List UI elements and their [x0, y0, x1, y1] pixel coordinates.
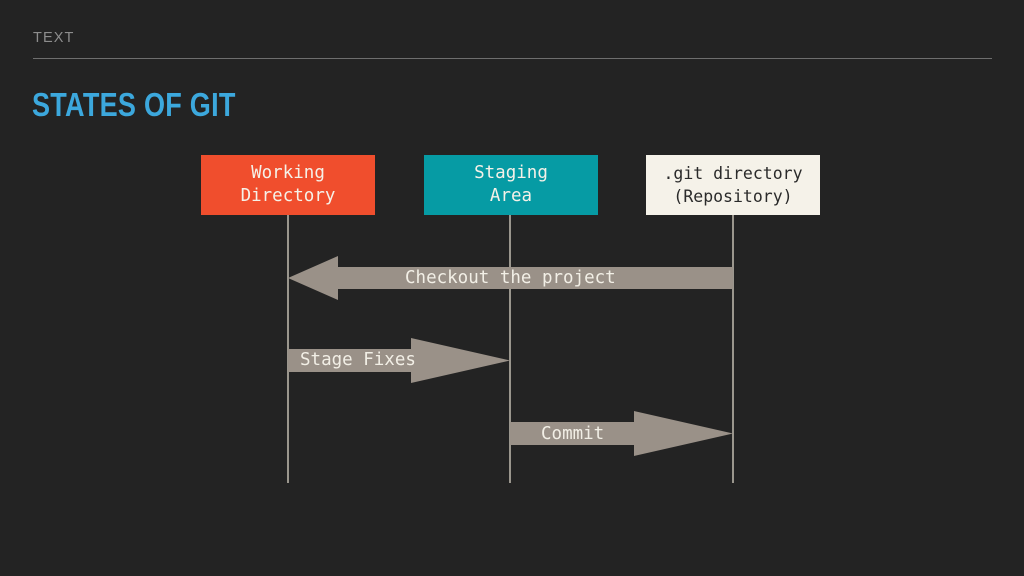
page-title: STATES OF GIT — [32, 86, 236, 123]
node-git-directory-line2: (Repository) — [673, 187, 793, 206]
slide-kicker: TEXT — [33, 30, 75, 46]
node-working-directory: Working Directory — [201, 155, 375, 215]
arrow-label-stage-fixes: Stage Fixes — [300, 350, 416, 370]
arrow-label-commit: Commit — [541, 424, 605, 444]
node-git-directory-line1: .git directory — [663, 164, 803, 183]
lifeline-staging-area — [509, 215, 511, 483]
header-divider — [33, 58, 992, 59]
node-staging-area-line1: Staging — [474, 163, 548, 183]
arrow-label-checkout: Checkout the project — [405, 268, 616, 288]
node-staging-area: Staging Area — [424, 155, 598, 215]
node-working-directory-line2: Directory — [240, 186, 336, 206]
lifeline-git-directory — [732, 215, 734, 483]
lifeline-working-directory — [287, 215, 289, 483]
node-working-directory-line1: Working — [251, 163, 325, 183]
node-git-directory: .git directory (Repository) — [646, 155, 820, 215]
node-staging-area-line2: Area — [489, 186, 533, 206]
